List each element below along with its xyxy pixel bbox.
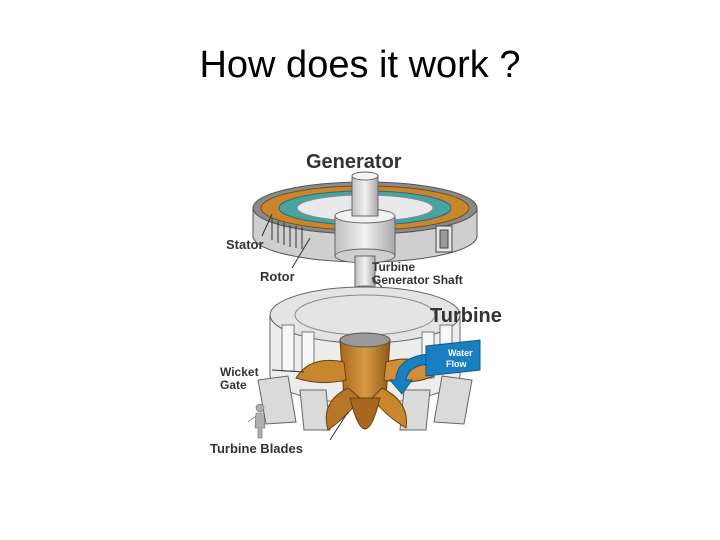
rotor (334, 208, 396, 264)
stator-coil-marks (271, 218, 303, 249)
turbine-blades-label: Turbine Blades (210, 441, 303, 456)
hydro-turbine-diagram: Water Flow Generator Stator Rotor Turbin… (210, 151, 502, 456)
person-scale-icon (247, 403, 266, 439)
shaft-top (351, 171, 379, 217)
turbine-blades (295, 332, 435, 431)
generator-label: Generator (306, 151, 402, 173)
water-flow-label-2: Flow (446, 359, 467, 369)
shaft-label-1: Turbine (372, 260, 415, 274)
wicket-gate-label-1: Wicket (220, 365, 259, 379)
slide-title: How does it work ? (199, 44, 521, 86)
water-flow-label-1: Water (448, 348, 473, 358)
wicket-gate-label-2: Gate (220, 378, 247, 392)
stator-label: Stator (226, 237, 264, 252)
rotor-label: Rotor (260, 269, 295, 284)
leader-lines (261, 213, 383, 441)
turbine-label: Turbine (430, 305, 502, 327)
shaft-label-2: Generator Shaft (372, 273, 463, 287)
water-flow-arrow (388, 353, 429, 395)
water-flow-tag: Water Flow (425, 339, 481, 377)
